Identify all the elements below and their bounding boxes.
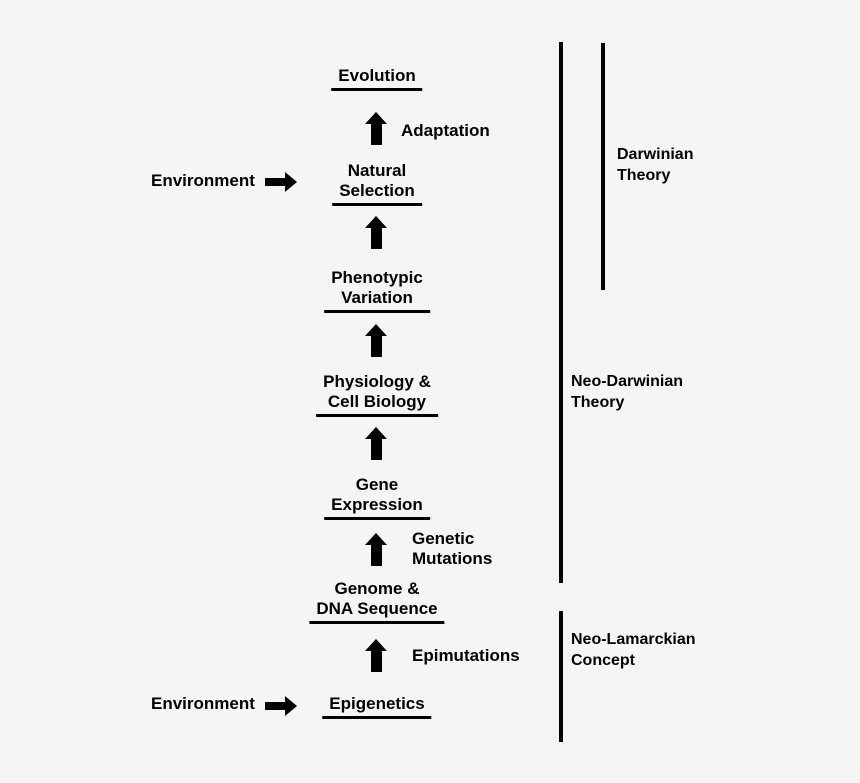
arrow-label-genetic-mutations: Genetic Mutations: [412, 529, 492, 569]
node-phenotypic-variation: Phenotypic Variation: [324, 268, 430, 313]
bracket-text: Theory: [617, 167, 671, 184]
node-text: Cell Biology: [327, 392, 427, 411]
arrow-shaft: [370, 228, 382, 249]
arrow-head: [365, 639, 387, 651]
arrow-head: [285, 696, 297, 716]
arrow-head: [365, 112, 387, 124]
arrow-label-text: Adaptation: [401, 121, 490, 140]
arrow-shaft: [370, 124, 382, 145]
up-arrow-physiology-to-phenotypic-variation-icon: [365, 324, 387, 357]
arrow-label-text: Mutations: [412, 549, 493, 568]
arrow-head: [285, 172, 297, 192]
up-arrow-genome-to-gene-expression-icon: [365, 533, 387, 566]
node-text: Natural: [347, 161, 407, 180]
arrow-head: [365, 427, 387, 439]
arrow-shaft: [370, 651, 382, 672]
bracket-text: Concept: [571, 652, 635, 669]
node-text: Variation: [341, 288, 413, 307]
neo-darwinian-bracket-line: [559, 42, 563, 583]
arrow-shaft: [265, 702, 286, 710]
arrow-head: [365, 324, 387, 336]
environment-label-upper: Environment: [151, 171, 255, 191]
arrow-head: [365, 533, 387, 545]
node-text: Epigenetics: [329, 694, 425, 713]
node-epigenetics: Epigenetics: [322, 694, 432, 719]
node-physiology-cell-biology: Physiology & Cell Biology: [316, 372, 438, 417]
up-arrow-gene-expression-to-physiology-icon: [365, 427, 387, 460]
right-arrow-environment-to-epigenetics-icon: [265, 696, 297, 716]
node-text: Selection: [339, 181, 415, 200]
neo-lamarckian-bracket-line: [559, 611, 563, 742]
arrow-label-adaptation: Adaptation: [401, 121, 490, 141]
arrow-head: [365, 216, 387, 228]
bracket-label-neo-darwinian-theory: Neo-Darwinian Theory: [571, 371, 683, 413]
right-arrow-environment-to-natural-selection-icon: [265, 172, 297, 192]
arrow-shaft: [370, 545, 382, 566]
node-gene-expression: Gene Expression: [324, 475, 430, 520]
bracket-text: Neo-Lamarckian: [571, 631, 696, 648]
node-text: Genome &: [334, 579, 420, 598]
node-text: Physiology &: [323, 372, 431, 391]
up-arrow-natural-selection-to-evolution-icon: [365, 112, 387, 145]
arrow-label-text: Genetic: [412, 529, 475, 548]
environment-text: Environment: [151, 171, 255, 190]
arrow-shaft: [265, 178, 286, 186]
arrow-shaft: [370, 439, 382, 460]
node-text: Phenotypic: [331, 268, 423, 287]
node-natural-selection: Natural Selection: [332, 161, 422, 206]
arrow-label-epimutations: Epimutations: [412, 646, 520, 666]
node-text: Expression: [331, 495, 423, 514]
bracket-text: Darwinian: [617, 146, 694, 163]
node-text: DNA Sequence: [316, 599, 438, 618]
node-text: Evolution: [338, 66, 416, 85]
environment-text: Environment: [151, 694, 255, 713]
node-evolution: Evolution: [331, 66, 423, 91]
arrow-shaft: [370, 336, 382, 357]
up-arrow-epigenetics-to-genome-icon: [365, 639, 387, 672]
node-text: Gene: [355, 475, 399, 494]
bracket-text: Theory: [571, 394, 625, 411]
up-arrow-phenotypic-variation-to-natural-selection-icon: [365, 216, 387, 249]
arrow-label-text: Epimutations: [412, 646, 520, 665]
node-genome-dna-sequence: Genome & DNA Sequence: [309, 579, 445, 624]
bracket-label-neo-lamarckian-concept: Neo-Lamarckian Concept: [571, 629, 696, 671]
bracket-label-darwinian-theory: Darwinian Theory: [617, 144, 693, 186]
bracket-text: Neo-Darwinian: [571, 373, 684, 390]
environment-label-lower: Environment: [151, 694, 255, 714]
darwinian-bracket-line: [601, 43, 605, 290]
